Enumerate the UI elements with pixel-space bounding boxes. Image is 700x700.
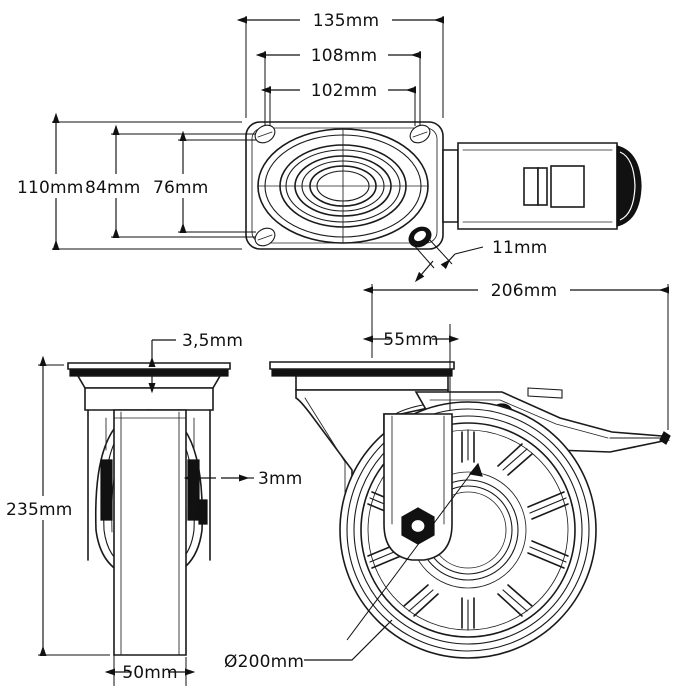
- bolt-hole-bottom-right-bore: [412, 229, 428, 243]
- bolt-hole-bottom-left-slot: [257, 234, 273, 241]
- top-view: 135mm 108mm 102mm 110mm 84mm: [14, 8, 642, 283]
- front-view-width-dimension: 50mm: [104, 655, 196, 686]
- front-view-fork-crown: [84, 387, 214, 411]
- side-view-brake-arm-fold: [429, 399, 609, 439]
- wheel-rim-3: [353, 415, 583, 645]
- dim-label-wheel-diameter: Ø200mm: [224, 652, 304, 672]
- top-view-vertical-dimensions: 110mm 84mm 76mm: [14, 112, 256, 251]
- dim-label-wheel-offset: 3mm: [258, 469, 303, 489]
- brake-lever-neck: [442, 149, 459, 223]
- front-view-tread: [113, 409, 187, 656]
- dim-label-bolt-hole: 11mm: [492, 238, 548, 258]
- dim-label-tread-width: 50mm: [122, 663, 178, 683]
- side-view-top-plate: [269, 361, 455, 370]
- front-view-brake-shoe-left: [100, 459, 113, 521]
- front-view-brake-tab: [198, 499, 208, 525]
- side-view-length-dimension: 206mm: [362, 278, 670, 430]
- dim-label-swivel-offset: 55mm: [383, 330, 439, 350]
- dim-label-plate-thickness: 3,5mm: [182, 331, 243, 351]
- wheel-spoke-4: [502, 589, 528, 612]
- front-view: 3,5mm 3mm 235mm 50mm: [3, 331, 303, 686]
- side-view-axle-leg: [383, 413, 453, 561]
- wheel-spoke-rib-0: [461, 431, 475, 463]
- dim-label-bolt-width-outer: 84mm: [85, 178, 141, 198]
- wheel-spoke-1: [502, 448, 528, 471]
- bolt-hole-top-right: [409, 124, 431, 144]
- dim-label-plate-width: 110mm: [17, 178, 84, 198]
- wheel-diameter-callout: Ø200mm: [222, 619, 393, 672]
- dim-text-bg-108: [300, 43, 388, 65]
- side-view-brake-arm-tab: [527, 387, 563, 399]
- dim-text-bg-135: [300, 8, 392, 30]
- bolt-hole-top-left: [254, 124, 276, 144]
- wheel-spokes: [369, 429, 567, 631]
- dim-text-bg-76: [150, 174, 220, 198]
- dim-label-bolt-spacing-inner: 102mm: [311, 81, 378, 101]
- side-view: Ø200mm 206mm 55mm: [222, 278, 671, 672]
- plate-thickness-callout: 3,5mm: [148, 331, 243, 394]
- wheel-spoke-6: [408, 589, 434, 612]
- brake-lever-slot-1: [523, 167, 539, 206]
- wheel-spoke-rib-6: [403, 584, 439, 617]
- wheel-spoke-3: [529, 546, 567, 563]
- dim-label-bolt-width-inner: 76mm: [153, 178, 209, 198]
- brake-lever-slot-2: [537, 167, 548, 206]
- wheel-rim-2: [346, 408, 590, 652]
- wheel-diameter-leader-arrow-head: [468, 462, 483, 477]
- side-view-offset-dimension: 55mm: [362, 324, 460, 410]
- callout-11-arrow-upper: [440, 253, 456, 270]
- side-view-plate-body: [295, 375, 449, 391]
- wheel-spoke-rib-5: [461, 597, 475, 629]
- brake-lever-end-cap-highlight: [619, 151, 636, 221]
- wheel-offset-callout: 3mm: [183, 469, 303, 489]
- front-view-top-plate: [67, 362, 231, 370]
- front-view-plate-bevel: [76, 375, 222, 389]
- brake-lever-end-cap: [616, 145, 642, 227]
- dim-text-bg-102: [300, 78, 388, 100]
- front-view-height-dimension: 235mm: [3, 355, 110, 657]
- wheel-spoke-rib-2: [527, 491, 569, 520]
- dim-text-bg-206: [478, 278, 570, 300]
- top-view-brake-lever: [442, 142, 642, 230]
- side-view-brake-pedal-tip: [659, 431, 671, 445]
- wheel-rim-4: [360, 422, 576, 638]
- wheel-diameter-leader-arrow-line: [346, 463, 479, 641]
- dim-text-bg-84: [82, 174, 154, 198]
- dim-label-plate-length: 135mm: [313, 11, 380, 31]
- callout-200-leader: [300, 619, 393, 661]
- side-view-axle-bore: [410, 518, 426, 534]
- wheel-spoke-rib-1: [497, 443, 533, 476]
- wheel-spoke-2: [529, 497, 567, 514]
- callout-11-leader: [454, 246, 484, 255]
- bolt-hole-top-left-slot: [257, 131, 273, 138]
- front-view-brake-shoe-right: [187, 459, 200, 521]
- callout-11-arrow-lower: [414, 260, 434, 283]
- bolt-hole-bottom-left: [254, 227, 276, 247]
- dim-label-overall-length: 206mm: [491, 281, 558, 301]
- bolt-hole-callout: 11mm: [411, 237, 548, 283]
- brake-lever-slot-3: [550, 165, 585, 208]
- dim-text-bg-200: [222, 648, 304, 672]
- top-view-horizontal-dimensions: 135mm 108mm 102mm: [236, 8, 445, 126]
- wheel-spoke-rib-3: [527, 540, 569, 569]
- dim-label-overall-height: 235mm: [6, 500, 73, 520]
- dim-label-bolt-spacing-outer: 108mm: [311, 46, 378, 66]
- top-view-bolt-holes: [254, 124, 432, 248]
- side-view-wheel: [339, 401, 597, 659]
- dim-text-bg-235: [3, 496, 85, 520]
- bolt-hole-top-right-slot: [412, 131, 428, 138]
- wheel-spoke-rib-4: [497, 584, 533, 617]
